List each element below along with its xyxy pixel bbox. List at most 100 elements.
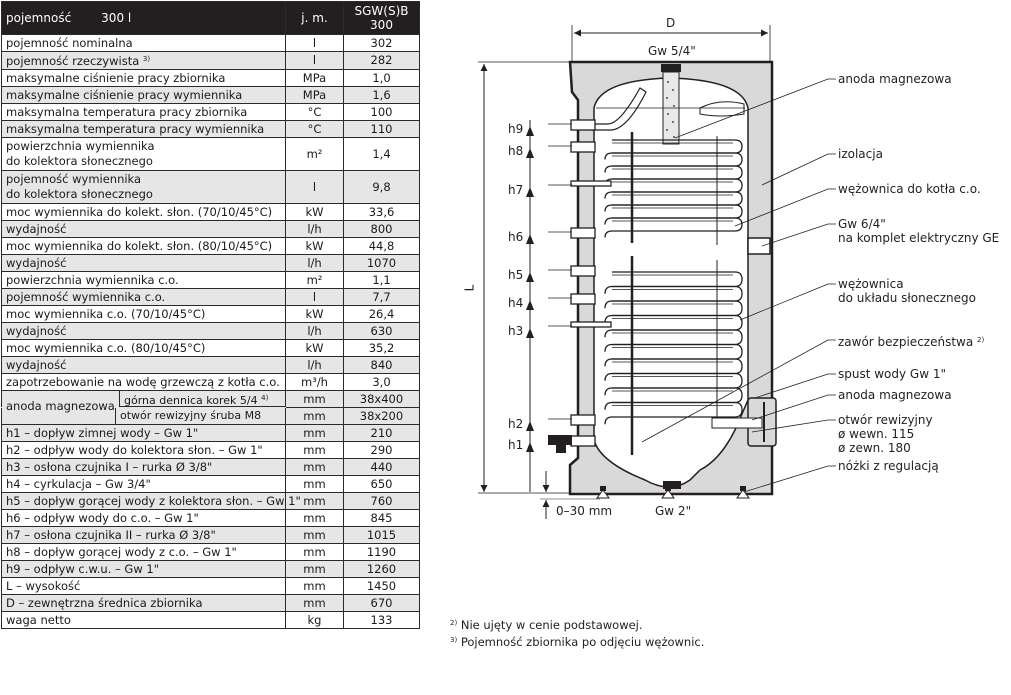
row-label: h5 – dopływ gorącej wody z kolektora sło…: [1, 492, 301, 510]
foot-bolt: [600, 486, 606, 491]
anode-sub-cell: otwór rewizyjny śruba M8: [1, 407, 286, 425]
row-label: wydajność: [1, 356, 286, 374]
model-size: 300: [370, 18, 393, 32]
row-value: 1190: [343, 543, 420, 561]
row-label-text: zapotrzebowanie na wodę grzewczą z kotła…: [6, 374, 280, 389]
anode-top: [661, 64, 681, 145]
row-unit: MPa: [285, 69, 344, 87]
row-label: maksymalne ciśnienie pracy zbiornika: [1, 69, 286, 87]
row-label-text: h3 – osłona czujnika I – rurka Ø 3/8": [6, 459, 213, 474]
table-row: maksymalna temperatura pracy wymiennika°…: [1, 120, 420, 138]
row-label-text: wydajność: [6, 255, 67, 270]
row-label: maksymalna temperatura pracy zbiornika: [1, 103, 286, 121]
row-unit: mm: [285, 441, 344, 459]
callout-feet: nóżki z regulacją: [838, 459, 939, 473]
row-label-line1: powierzchnia wymiennika: [6, 139, 155, 153]
connection-fittings: [526, 119, 612, 452]
row-value: 26,4: [343, 305, 420, 323]
coil-turn: [604, 300, 743, 323]
coil-turn: [604, 387, 743, 410]
callout-electric-port-line1: Gw 6/4": [838, 217, 886, 231]
row-value: 440: [343, 458, 420, 476]
row-label: waga netto: [1, 611, 286, 629]
fitting-h4: [570, 293, 596, 305]
coil-boiler: [604, 139, 743, 238]
row-unit: mm: [285, 594, 344, 612]
row-label: moc wymiennika c.o. (80/10/45°C): [1, 339, 286, 357]
row-value: 760: [343, 492, 420, 510]
foot-bolt: [740, 486, 746, 491]
height-label-h7: h7: [508, 183, 524, 197]
footnote-text: Nie ujęty w cenie podstawowej.: [460, 618, 643, 632]
height-label-h2: h2: [508, 417, 524, 431]
row-value: 1,4: [343, 137, 420, 171]
row-value: 1015: [343, 526, 420, 544]
row-label: moc wymiennika do kolekt. słon. (80/10/4…: [1, 237, 286, 255]
row-label: pojemność nominalna: [1, 34, 286, 52]
row-label: h6 – odpływ wody do c.o. – Gw 1": [1, 509, 286, 527]
row-label-text: h5 – dopływ gorącej wody z kolektora sło…: [6, 493, 301, 508]
row-label-text: maksymalna temperatura pracy zbiornika: [6, 104, 248, 119]
coil-turn: [604, 271, 743, 294]
row-unit: MPa: [285, 86, 344, 104]
row-value: 840: [343, 356, 420, 374]
row-label: zapotrzebowanie na wodę grzewczą z kotła…: [1, 373, 286, 391]
row-unit: mm: [285, 526, 344, 544]
row-unit: l: [285, 288, 344, 306]
coil-turn: [604, 314, 743, 338]
row-value: 282: [343, 51, 420, 70]
coil-turn: [604, 152, 743, 173]
row-unit: mm: [285, 543, 344, 561]
leader-line: [761, 153, 836, 186]
electric-port: [747, 237, 771, 255]
row-value: 9,8: [343, 170, 420, 204]
fitting-h8: [570, 141, 596, 153]
table-row: h5 – dopływ gorącej wody z kolektora sło…: [1, 492, 420, 510]
row-value: 133: [343, 611, 420, 629]
row-label-text: h1 – dopływ zimnej wody – Gw 1": [6, 425, 199, 440]
label-l: L: [462, 284, 477, 292]
coil-turn: [604, 204, 743, 225]
height-arrow-h5: [526, 272, 534, 282]
row-label: moc wymiennika c.o. (70/10/45°C): [1, 305, 286, 323]
header-model: SGW(S)B 300: [343, 1, 420, 35]
row-value: 100: [343, 103, 420, 121]
row-label-text: h6 – odpływ wody do c.o. – Gw 1": [6, 510, 199, 525]
row-unit: °C: [285, 103, 344, 121]
row-unit: kW: [285, 339, 344, 357]
callout-anode-bottom: anoda magnezowa: [838, 388, 952, 402]
row-value: 110: [343, 120, 420, 138]
row-unit: l/h: [285, 254, 344, 272]
row-label-text: maksymalna temperatura pracy wymiennika: [6, 121, 265, 136]
row-label: h4 – cyrkulacja – Gw 3/4": [1, 475, 286, 493]
row-value: 1260: [343, 560, 420, 578]
row-unit: mm: [285, 560, 344, 578]
row-value: 1,0: [343, 69, 420, 87]
row-value: 290: [343, 441, 420, 459]
row-unit: mm: [285, 458, 344, 476]
leader-line: [743, 465, 836, 493]
height-label-h4: h4: [508, 296, 524, 310]
row-label-text: wydajność: [6, 357, 67, 372]
row-value: 1450: [343, 577, 420, 595]
foot: [596, 489, 610, 499]
row-label: moc wymiennika do kolekt. słon. (70/10/4…: [1, 203, 286, 221]
row-unit: mm: [285, 475, 344, 493]
row-value: 630: [343, 322, 420, 340]
callout-coil-boiler: wężownica do kotła c.o.: [838, 182, 981, 196]
